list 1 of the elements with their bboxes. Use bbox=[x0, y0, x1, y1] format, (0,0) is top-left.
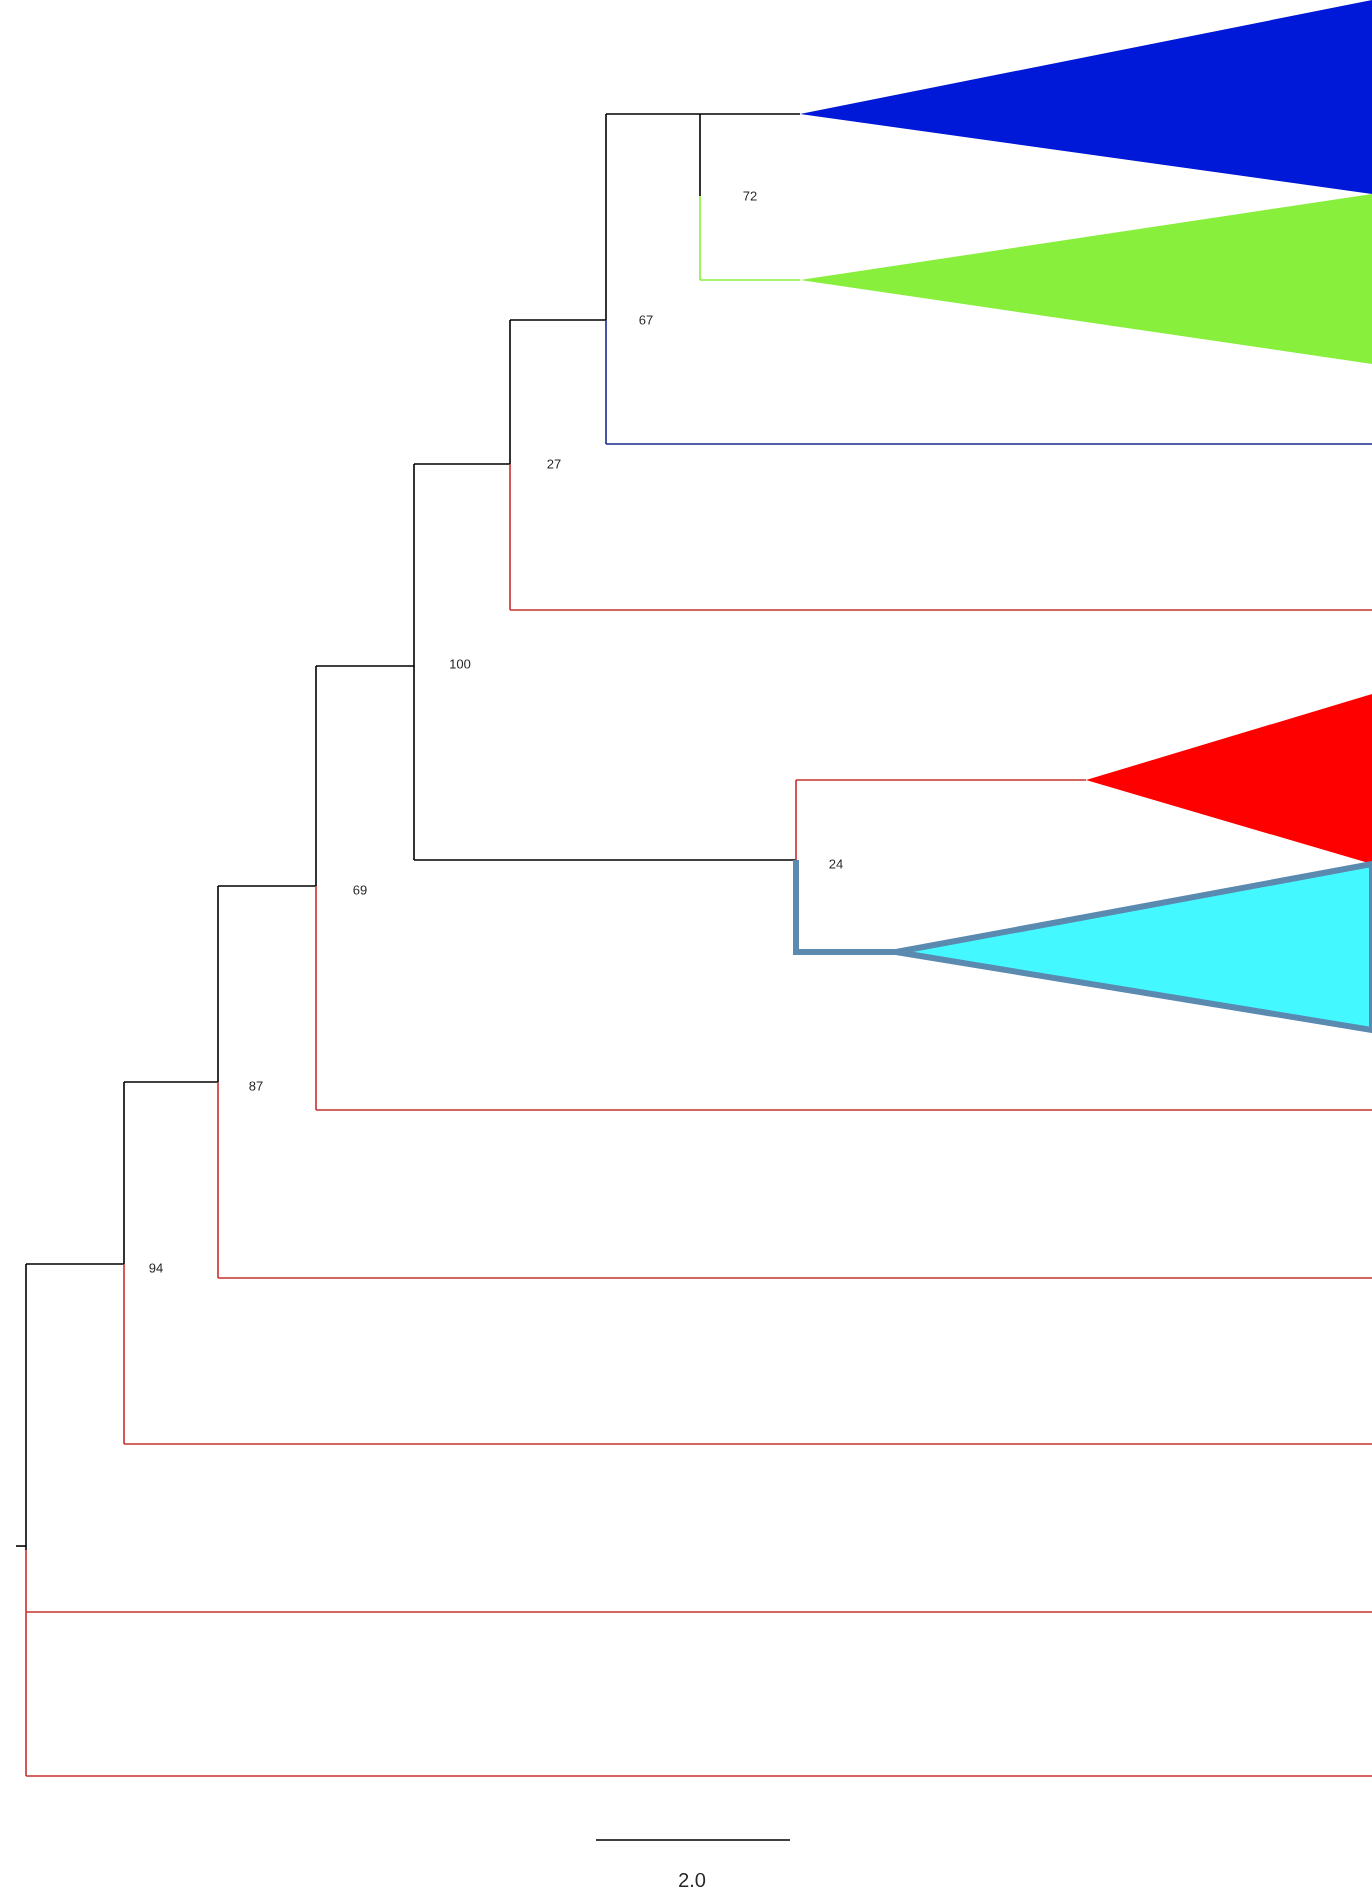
scale-label: 2.0 bbox=[679, 1872, 706, 1888]
